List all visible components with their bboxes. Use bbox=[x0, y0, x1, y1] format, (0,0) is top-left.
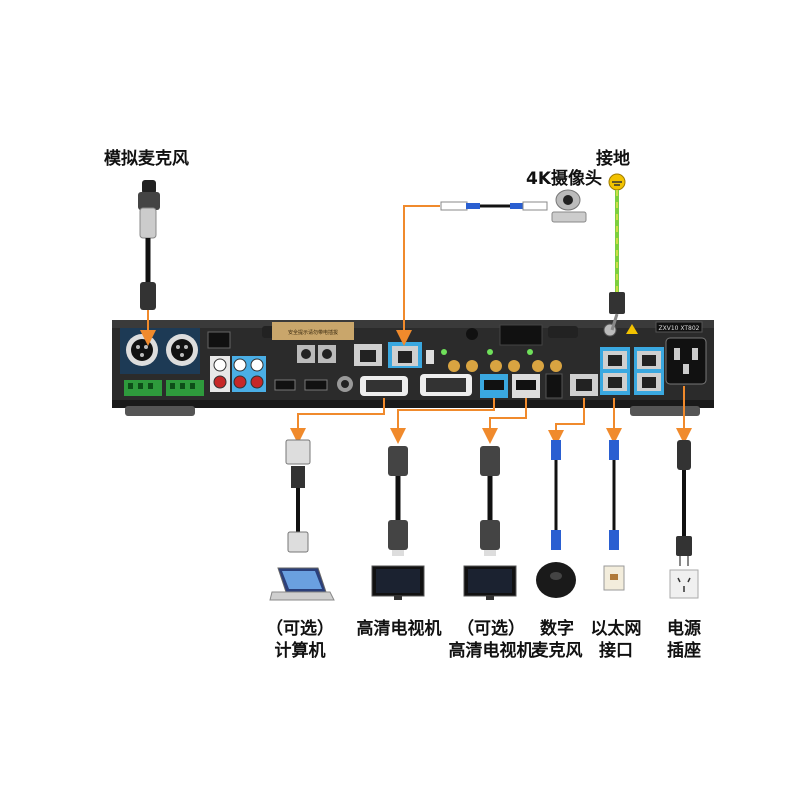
dvi-ports bbox=[360, 374, 472, 396]
label-ethernet-line2: 接口 bbox=[599, 641, 633, 661]
tv-icon-2 bbox=[463, 565, 517, 600]
label-ethernet-line1: 以太网 bbox=[590, 619, 642, 639]
power-outlet-icon bbox=[669, 569, 699, 599]
label-tv2-line2: 高清电视机 bbox=[448, 641, 534, 661]
bnc-connectors bbox=[441, 349, 562, 372]
label-tv1: 高清电视机 bbox=[356, 619, 442, 639]
label-tv2-line1: （可选） bbox=[457, 619, 525, 639]
analog-mic-cable bbox=[138, 180, 160, 346]
hdmi-cable-2 bbox=[480, 398, 527, 556]
digital-mic-cable bbox=[548, 398, 585, 550]
label-camera: 4K摄像头 bbox=[526, 169, 603, 189]
tv-icon-1 bbox=[371, 565, 425, 600]
label-tv2: （可选） 高清电视机 bbox=[444, 618, 538, 662]
ethernet-cable bbox=[606, 398, 622, 550]
rear-network-ports bbox=[570, 347, 664, 396]
camera-icon bbox=[551, 189, 587, 223]
label-analog-mic: 模拟麦克风 bbox=[104, 149, 189, 169]
digital-mic-icon bbox=[536, 562, 576, 598]
phoenix-terminal-blocks bbox=[124, 380, 204, 396]
dvi-cable bbox=[285, 398, 385, 553]
video-input-ports bbox=[274, 345, 353, 392]
warning-label bbox=[272, 322, 354, 340]
label-ethernet: 以太网 接口 bbox=[588, 618, 644, 662]
camera-cable bbox=[396, 201, 548, 346]
label-computer-line2: 计算机 bbox=[274, 641, 326, 661]
power-cable bbox=[676, 386, 692, 566]
label-power-line2: 插座 bbox=[667, 641, 701, 661]
label-digital-mic-line2: 麦克风 bbox=[531, 641, 583, 661]
label-power: 电源 插座 bbox=[660, 618, 708, 662]
label-digital-mic: 数字 麦克风 bbox=[530, 618, 584, 662]
hdmi-output-ports bbox=[480, 373, 563, 399]
hdmi-cable-1 bbox=[388, 398, 495, 556]
label-power-line1: 电源 bbox=[667, 619, 701, 639]
xlr-mic-ports bbox=[120, 328, 200, 374]
warning-triangle-icon bbox=[626, 324, 638, 334]
power-socket bbox=[665, 337, 707, 385]
label-computer: （可选） 计算机 bbox=[262, 618, 338, 662]
model-plate bbox=[655, 321, 703, 333]
audio-ports bbox=[207, 331, 266, 392]
ground-cable bbox=[608, 173, 626, 331]
warning-label-text: 安全提示请勿带电插拔 bbox=[288, 329, 338, 336]
label-ground: 接地 bbox=[596, 149, 630, 169]
model-text: ZXV10 XT802 bbox=[659, 325, 700, 332]
label-computer-line1: （可选） bbox=[266, 619, 334, 639]
lan-ports-center bbox=[354, 324, 543, 368]
laptop-icon bbox=[269, 567, 335, 601]
label-digital-mic-line1: 数字 bbox=[540, 619, 574, 639]
ethernet-wall-plate-icon bbox=[603, 565, 625, 591]
